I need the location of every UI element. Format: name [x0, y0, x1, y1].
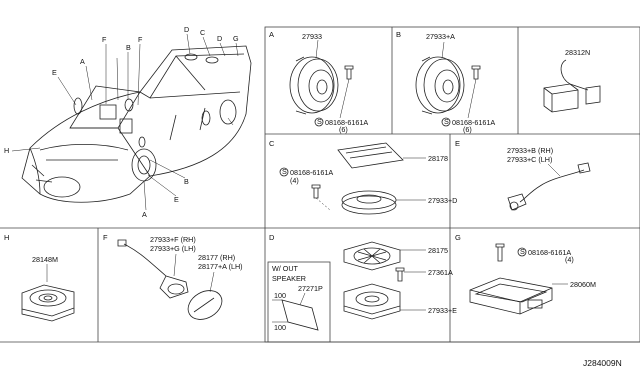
section-g-screw-qty: (4): [565, 255, 574, 264]
section-f: F 27933+F (RH) 27933+G (LH) 28177 (RH) 2…: [103, 233, 243, 320]
section-b-speaker-part: 27933+A: [426, 32, 455, 41]
vehicle-illustration: [21, 45, 252, 203]
section-g-id: G: [455, 233, 461, 242]
section-c: C 28178 S 08168-6161A (4) 27933+D: [269, 139, 457, 215]
section-a-screw-mark: S: [317, 117, 322, 126]
section-e-part-rh: 27933+B (RH): [507, 146, 553, 155]
section-misc: 28312N: [543, 48, 601, 113]
callout-h: H: [4, 146, 9, 155]
section-f-grille-rh: 28177 (RH): [198, 253, 235, 262]
callout-d-rear: D: [217, 34, 222, 43]
section-a: A 27933 S 08168-6161A (6): [269, 30, 368, 134]
vehicle-callouts: E A F B F H D C D G B E A: [4, 25, 239, 219]
section-c-screw-qty: (4): [290, 176, 299, 185]
section-c-sheet-part: 28178: [428, 154, 448, 163]
section-f-grille-lh: 28177+A (LH): [198, 262, 243, 271]
section-g-screw-part: 08168-6161A: [528, 248, 571, 257]
section-d-id: D: [269, 233, 275, 242]
vehicle-callout-leaders: [11, 33, 239, 211]
section-d-note-line1: W/ OUT: [272, 264, 299, 273]
section-d-bracket-part: 27361A: [428, 268, 453, 277]
section-c-id: C: [269, 139, 275, 148]
section-b: B 27933+A S 08168-6161A (6): [396, 30, 495, 134]
section-f-id: F: [103, 233, 108, 242]
section-c-screw-part: 08168-6161A: [290, 168, 333, 177]
callout-f-right: F: [138, 35, 143, 44]
section-a-id: A: [269, 30, 274, 39]
section-d-note-line2: SPEAKER: [272, 274, 306, 283]
callout-a-top: A: [80, 57, 85, 66]
section-d-dim-bottom: 100: [274, 323, 286, 332]
callout-e-door: E: [174, 195, 179, 204]
drawing-reference: J284009N: [583, 358, 622, 368]
callout-a-door: A: [142, 210, 147, 219]
section-d-grille-part: 28175: [428, 246, 448, 255]
section-d-note-part: 27271P: [298, 284, 323, 293]
section-e: E 27933+B (RH) 27933+C (LH): [455, 139, 591, 211]
section-e-part-lh: 27933+C (LH): [507, 155, 552, 164]
callout-g-rear: G: [233, 34, 239, 43]
section-d-speaker-part: 27933+E: [428, 306, 457, 315]
section-b-screw-part: 08168-6161A: [452, 118, 495, 127]
section-d-dim-top: 100: [274, 291, 286, 300]
callout-f-top: F: [102, 35, 107, 44]
callout-c-roof: C: [200, 28, 205, 37]
section-c-screw-mark: S: [282, 167, 287, 176]
callout-b-top: B: [126, 43, 131, 52]
section-d: D 28175 27361A 27933+E W/ OUT SPEAKER 27…: [267, 233, 457, 343]
callout-d-roof: D: [184, 25, 189, 34]
callout-b-door: B: [184, 177, 189, 186]
section-h: H 28148M: [4, 233, 75, 322]
section-h-id: H: [4, 233, 9, 242]
section-b-screw-mark: S: [444, 117, 449, 126]
section-b-screw-qty: (6): [463, 125, 472, 134]
section-g-amp-part: 28060M: [570, 280, 596, 289]
section-h-speaker-part: 28148M: [32, 255, 58, 264]
section-b-id: B: [396, 30, 401, 39]
misc-part: 28312N: [565, 48, 590, 57]
section-f-part-rh: 27933+F (RH): [150, 235, 196, 244]
callout-e-top: E: [52, 68, 57, 77]
section-g: G S 08168-6161A (4) 28060M: [455, 233, 596, 315]
section-c-speaker-part: 27933+D: [428, 196, 457, 205]
section-e-id: E: [455, 139, 460, 148]
section-f-part-lh: 27933+G (LH): [150, 244, 196, 253]
section-g-screw-mark: S: [520, 247, 525, 256]
section-a-screw-qty: (6): [339, 125, 348, 134]
section-grid: [0, 26, 640, 343]
section-a-screw-part: 08168-6161A: [325, 118, 368, 127]
section-a-speaker-part: 27933: [302, 32, 322, 41]
